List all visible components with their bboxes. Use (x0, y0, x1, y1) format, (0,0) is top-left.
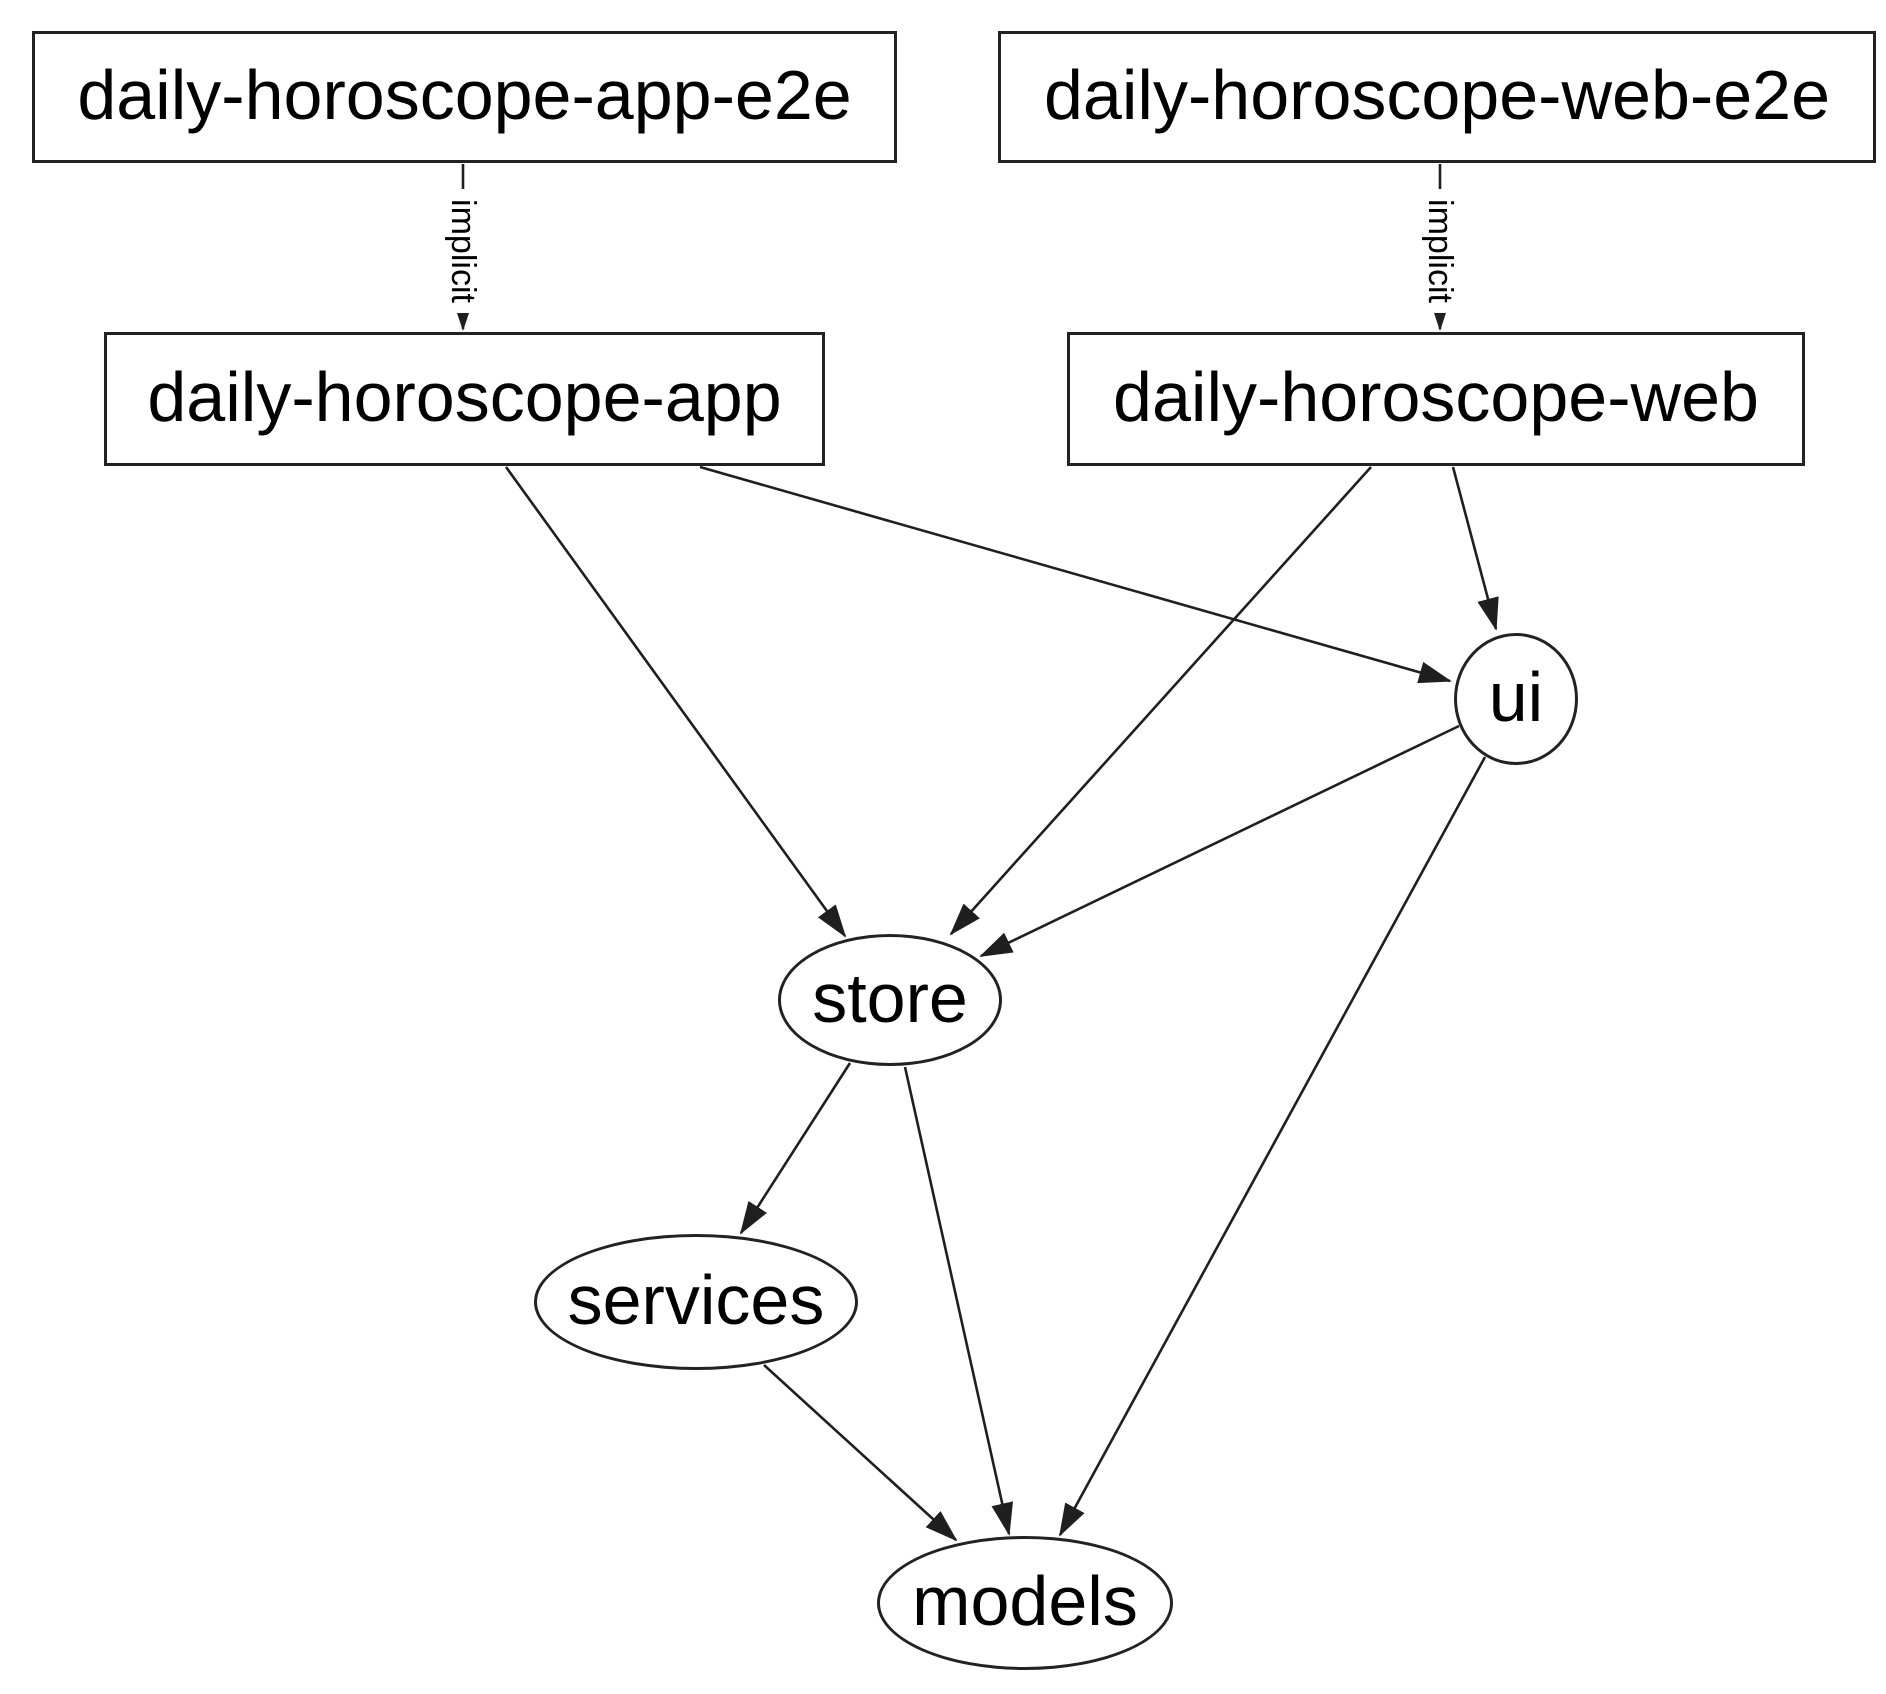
edge-daily-horoscope-app-to-ui (699, 465, 1452, 684)
node-store[interactable]: store (778, 934, 1002, 1066)
node-services[interactable]: services (534, 1234, 858, 1370)
node-daily-horoscope-web-e2e[interactable]: daily-horoscope-web-e2e (998, 31, 1876, 163)
node-label: store (812, 959, 968, 1037)
edge-store-to-services (739, 1062, 852, 1235)
edge-label-implicit: implicit (444, 199, 482, 303)
edge-label-background (442, 189, 484, 313)
node-label: models (912, 1562, 1138, 1640)
node-label: daily-horoscope-web (1113, 358, 1759, 436)
edge-label-background (1419, 189, 1461, 313)
edge-store-to-models (903, 1066, 1013, 1536)
node-label: daily-horoscope-app (147, 358, 782, 436)
edge-ui-to-models (1058, 756, 1487, 1537)
edge-daily-horoscope-web-to-ui (1451, 466, 1499, 631)
node-label: services (567, 1261, 825, 1339)
edge-daily-horoscope-web-to-store (949, 466, 1372, 936)
node-daily-horoscope-web[interactable]: daily-horoscope-web (1067, 332, 1805, 466)
node-daily-horoscope-app-e2e[interactable]: daily-horoscope-app-e2e (32, 31, 897, 163)
edge-services-to-models (763, 1364, 958, 1542)
node-label: daily-horoscope-app-e2e (77, 56, 852, 134)
node-models[interactable]: models (877, 1536, 1173, 1670)
node-label: ui (1488, 658, 1544, 736)
node-ui[interactable]: ui (1454, 633, 1578, 765)
node-daily-horoscope-app[interactable]: daily-horoscope-app (104, 332, 825, 466)
edge-label-implicit: implicit (1421, 199, 1459, 303)
edge-ui-to-store (979, 724, 1460, 958)
edge-daily-horoscope-app-to-store (504, 466, 847, 938)
node-label: daily-horoscope-web-e2e (1044, 56, 1830, 134)
